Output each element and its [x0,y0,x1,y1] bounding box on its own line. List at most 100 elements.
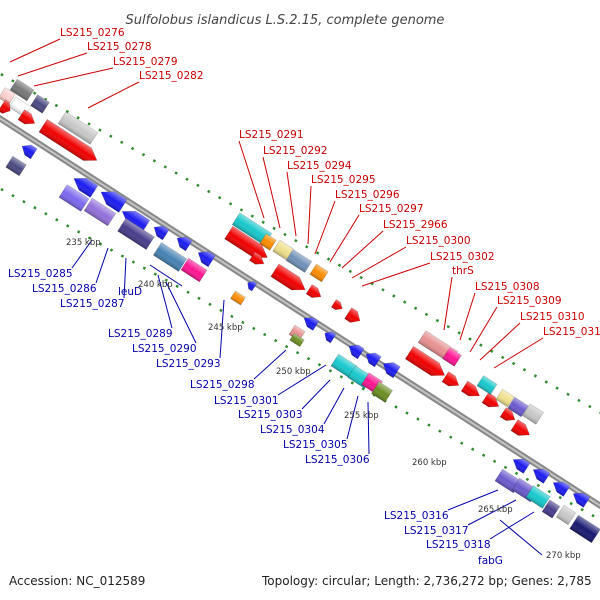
reverse-gene-12 [180,257,208,283]
forward-gene-29 [507,396,529,418]
reverse-gene-34 [555,504,577,526]
reverse-gene-8 [176,236,193,252]
forward-gene-4 [0,99,11,114]
forward-gene-label-8: LS215_0296 [335,189,400,201]
forward-gene-label-3: LS215_0282 [139,70,204,82]
map-title: Sulfolobus islandicus L.S.2.15, complete… [126,13,445,28]
reverse-gene-label-5: LS215_0290 [132,343,197,355]
reverse-gene-label-9: LS215_0303 [238,409,303,421]
forward-gene-label-12-leader [361,262,431,287]
forward-gene-label-4: LS215_0291 [239,129,304,141]
reverse-gene-3 [100,191,128,213]
reverse-gene-9 [197,251,216,268]
reverse-gene-label-2-leader [123,257,127,299]
reverse-gene-label-13: LS215_0316 [384,510,449,522]
reverse-gene-label-3: leuD [118,286,142,298]
forward-gene-30 [522,403,544,425]
reverse-gene-label-8: LS215_0301 [214,395,279,407]
forward-gene-7 [38,118,98,161]
forward-gene-label-0: LS215_0276 [60,27,125,39]
reverse-gene-0 [21,144,38,160]
reverse-gene-label-4: LS215_0289 [108,328,173,340]
reverse-gene-label-12: LS215_0306 [305,454,370,466]
forward-gene-label-15-leader [469,306,498,353]
forward-gene-label-17: LS215_0311 [543,326,600,338]
forward-gene-label-15: LS215_0309 [497,295,562,307]
forward-gene-label-5: LS215_0292 [263,145,328,157]
forward-gene-9 [259,233,277,251]
forward-gene-label-2: LS215_0279 [113,56,178,68]
forward-gene-1 [30,94,50,114]
forward-gene-label-2-leader [33,67,114,87]
forward-gene-label-12: LS215_0302 [430,251,495,263]
reverse-gene-label-15: LS215_0318 [426,539,491,551]
reverse-gene-label-10: LS215_0304 [260,424,325,436]
forward-gene-18 [344,307,361,323]
reverse-gene-label-1: LS215_0286 [32,283,97,295]
forward-gene-28 [495,388,515,408]
reverse-gene-17 [289,332,305,348]
reverse-gene-18 [324,331,337,344]
reverse-gene-33 [541,499,561,519]
forward-gene-23 [460,380,481,397]
reverse-gene-label-0: LS215_0285 [8,268,73,280]
reverse-gene-label-11: LS215_0305 [283,439,348,451]
forward-gene-27 [476,375,498,395]
reverse-gene-20 [365,352,382,368]
scale-label-5: 260 kbp [412,458,447,468]
forward-gene-13 [285,249,313,273]
forward-gene-label-16-leader [479,322,521,361]
scale-label-7: 270 kbp [546,551,581,561]
reverse-gene-7 [153,225,170,241]
reverse-gene-6 [121,210,151,234]
reverse-gene-label-7: LS215_0298 [190,379,255,391]
forward-gene-24 [481,392,500,408]
forward-gene-21 [404,345,446,376]
reverse-gene-32 [525,485,551,509]
gene-features [0,78,600,544]
forward-gene-label-10-leader [341,230,384,269]
forward-gene-11 [272,239,294,261]
forward-gene-label-11: LS215_0300 [406,235,471,247]
reverse-gene-label-13-leader [447,489,499,511]
forward-gene-14 [309,263,329,283]
forward-gene-label-7: LS215_0295 [311,174,376,186]
scale-label-4: 255 kbp [344,411,379,421]
forward-gene-12 [248,251,265,265]
forward-gene-6 [57,111,99,145]
reverse-gene-26 [512,458,531,474]
forward-gene-label-1-leader [17,52,88,77]
reverse-gene-19 [348,344,365,360]
forward-gene-25 [499,407,516,421]
forward-gene-label-10: LS215_2966 [383,219,448,231]
reverse-gene-21 [382,362,401,379]
reverse-gene-label-14-leader [467,499,517,526]
forward-gene-label-6: LS215_0294 [287,160,352,172]
reverse-gene-label-9-leader [301,379,331,410]
scale-label-3: 250 kbp [276,367,311,377]
forward-gene-label-1: LS215_0278 [87,41,152,53]
reverse-gene-14 [230,290,246,306]
forward-gene-22 [441,371,460,387]
forward-gene-label-9: LS215_0297 [359,203,424,215]
forward-gene-label-4-leader [238,140,265,219]
forward-gene-label-6-leader [286,171,297,237]
reverse-gene-label-1-leader [95,247,109,284]
reverse-gene-15 [303,317,320,331]
reverse-gene-label-10-leader [323,387,345,425]
reverse-gene-2 [73,178,99,198]
reverse-gene-label-4-leader [157,274,173,329]
reverse-gene-label-11-leader [346,395,359,440]
forward-gene-label-14-leader [459,292,476,341]
forward-gene-label-9-leader [329,214,360,263]
forward-gene-5 [17,109,36,125]
reverse-gene-label-6: LS215_0293 [156,358,221,370]
reverse-gene-13 [247,280,258,292]
forward-gene-label-13: thrS [452,265,474,277]
accession-label: Accession: NC_012589 [9,574,146,588]
forward-gene-label-7-leader [307,185,312,245]
forward-gene-label-0-leader [9,38,61,63]
scale-label-1: 240 kbp [138,280,173,290]
reverse-gene-label-7-leader [253,349,287,380]
